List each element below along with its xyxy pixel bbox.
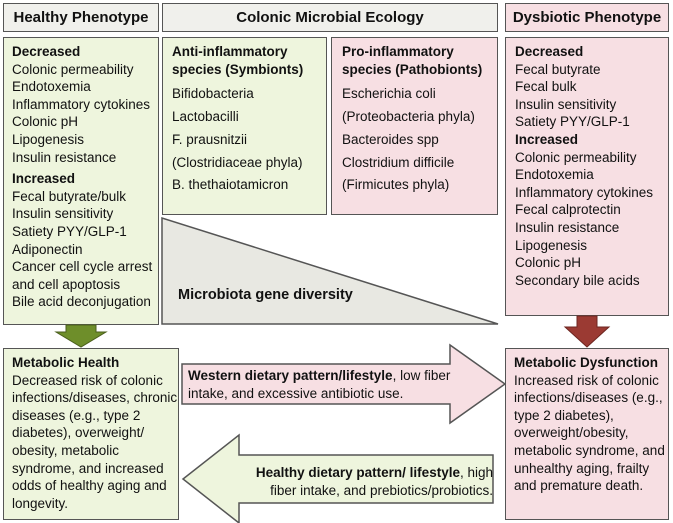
metabolic-health-line: diseases (e.g., type 2	[12, 407, 141, 423]
header-healthy-label: Healthy Phenotype	[13, 9, 149, 26]
pathobionts-title-line1: Pro-inflammatory	[342, 44, 454, 59]
list-item: and cell apoptosis	[12, 276, 121, 292]
list-item: Fecal bulk	[515, 79, 577, 95]
list-item: Insulin sensitivity	[515, 96, 617, 112]
list-item: Inflammatory cytokines	[12, 96, 151, 112]
healthy-decreased-list: Colonic permeability Endotoxemia Inflamm…	[12, 61, 158, 167]
healthy-arrow-rest: , high	[459, 465, 493, 480]
gene-diversity-label: Microbiota gene diversity	[178, 287, 353, 303]
list-item: Lipogenesis	[12, 131, 85, 147]
western-arrow-shape	[181, 343, 507, 425]
header-colonic-microbial-ecology: Colonic Microbial Ecology	[162, 3, 498, 32]
symbionts-title-line2: species (Symbionts)	[172, 61, 304, 77]
list-item: Bacteroides spp	[342, 131, 439, 147]
metabolic-health-box: Metabolic Health Decreased risk of colon…	[3, 348, 179, 520]
list-item: Lipogenesis	[515, 237, 588, 253]
pathobionts-title-line2: species (Pathobionts)	[342, 61, 483, 77]
dysbiotic-decreased-list: Fecal butyrate Fecal bulk Insulin sensit…	[515, 61, 668, 131]
list-item: Secondary bile acids	[515, 272, 640, 288]
metabolic-health-line: Decreased risk of colonic	[12, 372, 163, 388]
metabolic-dysfunction-box: Metabolic Dysfunction Increased risk of …	[505, 348, 669, 520]
metabolic-dysfunction-line: overweight/obesity,	[514, 425, 629, 441]
dysbiotic-increased-title: Increased	[515, 131, 579, 147]
list-item: Satiety PYY/GLP-1	[515, 114, 630, 130]
metabolic-health-line: diabetes), overweight/	[12, 425, 145, 441]
list-item: Colonic pH	[515, 255, 582, 271]
header-dysbiotic-label: Dysbiotic Phenotype	[512, 9, 662, 26]
list-item: Colonic permeability	[515, 149, 637, 165]
list-item: Inflammatory cytokines	[515, 184, 654, 200]
list-item: Fecal butyrate/bulk	[12, 188, 127, 204]
western-arrow-line2: intake, and excessive antibiotic use.	[188, 385, 404, 401]
healthy-increased-list: Fecal butyrate/bulk Insulin sensitivity …	[12, 188, 158, 311]
metabolic-health-line: infections/diseases, chronic	[12, 390, 178, 406]
list-item: Adiponectin	[12, 241, 83, 257]
pathobionts-list: Escherichia coli (Proteobacteria phyla) …	[342, 83, 497, 197]
metabolic-dysfunction-line: Increased risk of colonic	[514, 372, 659, 388]
list-item: Satiety PYY/GLP-1	[12, 223, 127, 239]
list-item: Bifidobacteria	[172, 86, 254, 102]
header-dysbiotic-phenotype: Dysbiotic Phenotype	[505, 3, 669, 32]
dysbiotic-phenotype-box: Decreased Fecal butyrate Fecal bulk Insu…	[505, 37, 669, 316]
healthy-arrow-bold: Healthy dietary pattern/ lifestyle	[255, 465, 460, 480]
dysbiotic-decreased-title: Decreased	[515, 44, 584, 59]
metabolic-dysfunction-title: Metabolic Dysfunction	[514, 355, 659, 370]
header-healthy-phenotype: Healthy Phenotype	[3, 3, 159, 32]
list-item: Lactobacilli	[172, 108, 239, 124]
healthy-phenotype-box: Decreased Colonic permeability Endotoxem…	[3, 37, 159, 325]
symbionts-list: Bifidobacteria Lactobacilli F. prausnitz…	[172, 83, 326, 197]
list-item: Fecal calprotectin	[515, 202, 621, 218]
symbionts-box: Anti-inflammatory species (Symbionts) Bi…	[162, 37, 327, 215]
metabolic-health-line: odds of healthy aging and	[12, 478, 167, 494]
healthy-arrow-shape	[181, 433, 494, 523]
metabolic-dysfunction-line: metabolic syndrome, and	[514, 442, 665, 458]
healthy-increased-title: Increased	[12, 171, 76, 187]
healthy-arrow-text: Healthy dietary pattern/ lifestyle, high…	[233, 464, 493, 499]
list-item: Fecal butyrate	[515, 61, 601, 77]
western-arrow-rest: , low fiber	[392, 368, 451, 383]
metabolic-dysfunction-line: and premature death.	[514, 478, 644, 494]
symbionts-title-line1: Anti-inflammatory	[172, 44, 288, 59]
list-item: Escherichia coli	[342, 86, 436, 102]
list-item: Insulin resistance	[12, 149, 117, 165]
list-item: (Firmicutes phyla)	[342, 177, 450, 193]
list-item: Bile acid deconjugation	[12, 294, 151, 310]
list-item: Clostridium difficile	[342, 154, 455, 170]
metabolic-health-line: longevity.	[12, 495, 69, 511]
down-arrow-green	[54, 324, 108, 348]
list-item: Colonic pH	[12, 114, 79, 130]
metabolic-health-title: Metabolic Health	[12, 355, 120, 370]
metabolic-dysfunction-line: type 2 diabetes),	[514, 407, 614, 423]
list-item: Endotoxemia	[12, 79, 91, 95]
list-item: Endotoxemia	[515, 167, 594, 183]
metabolic-health-line: syndrome, and increased	[12, 460, 164, 476]
list-item: Colonic permeability	[12, 61, 134, 77]
healthy-arrow-line2: fiber intake, and prebiotics/probiotics.	[270, 482, 493, 498]
metabolic-dysfunction-line: infections/diseases (e.g.,	[514, 390, 663, 406]
metabolic-health-line: obesity, metabolic	[12, 442, 120, 458]
gene-diversity-wedge	[161, 216, 499, 325]
list-item: B. thethaiotamicron	[172, 177, 289, 193]
list-item: Cancer cell cycle arrest	[12, 259, 153, 275]
list-item: Insulin resistance	[515, 219, 620, 235]
list-item: Insulin sensitivity	[12, 206, 114, 222]
dysbiotic-increased-list: Colonic permeability Endotoxemia Inflamm…	[515, 149, 668, 290]
list-item: (Proteobacteria phyla)	[342, 108, 475, 124]
western-arrow-text: Western dietary pattern/lifestyle, low f…	[188, 367, 453, 402]
down-arrow-red	[563, 315, 611, 348]
header-ecology-label: Colonic Microbial Ecology	[236, 9, 424, 26]
western-arrow-bold: Western dietary pattern/lifestyle	[188, 368, 393, 383]
metabolic-dysfunction-line: unhealthy aging, frailty	[514, 460, 650, 476]
list-item: F. prausnitzii	[172, 131, 248, 147]
list-item: (Clostridiaceae phyla)	[172, 154, 303, 170]
healthy-decreased-title: Decreased	[12, 44, 81, 59]
pathobionts-box: Pro-inflammatory species (Pathobionts) E…	[331, 37, 498, 215]
